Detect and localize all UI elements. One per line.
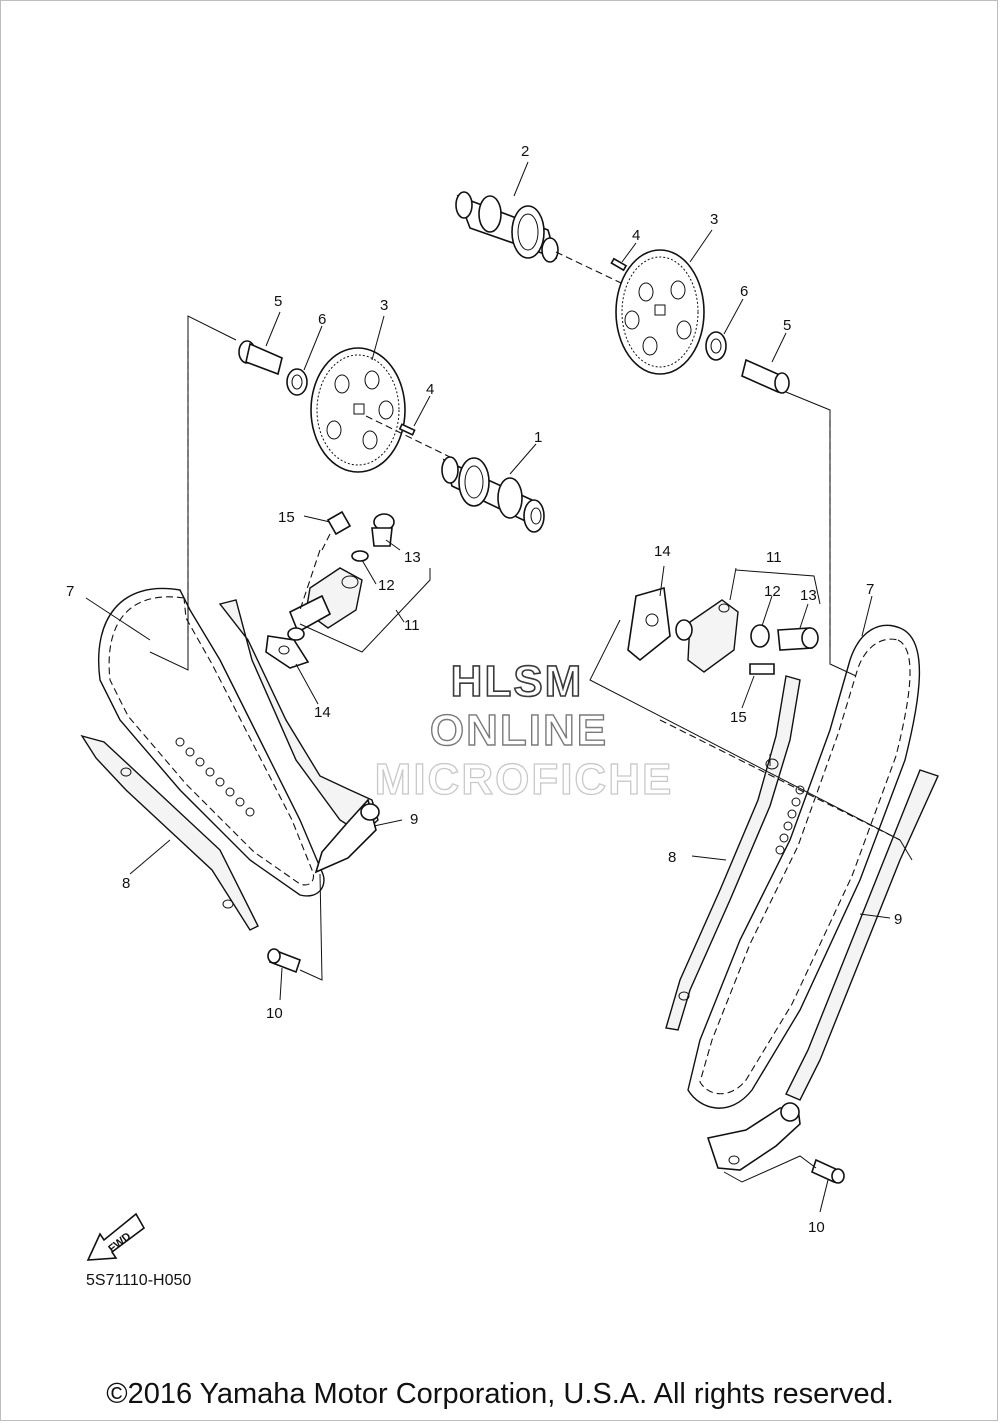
timing-chain-7-left[interactable] [98, 587, 325, 897]
camshaft-1[interactable] [441, 456, 545, 533]
callout-2[interactable]: 2 [521, 143, 529, 160]
timing-chain-7-right[interactable] [687, 624, 921, 1109]
chain-tensioner-11-right[interactable] [675, 599, 739, 673]
diagram-code: 5S71110-H050 [86, 1272, 192, 1289]
cam-sprocket-3-left[interactable] [310, 347, 406, 473]
chain-guide-8-left[interactable] [80, 734, 259, 931]
callout-8-left[interactable]: 8 [122, 875, 130, 892]
callout-9-right[interactable]: 9 [894, 911, 902, 928]
callout-8-right[interactable]: 8 [668, 849, 676, 866]
gasket-14-left[interactable] [265, 635, 310, 669]
callout-12-left[interactable]: 12 [378, 577, 395, 594]
chain-links-right [775, 785, 805, 855]
callout-3-upper[interactable]: 3 [710, 211, 718, 228]
bolt-5-upper[interactable] [741, 358, 790, 394]
washer-12-left[interactable] [351, 550, 369, 562]
cam-sprocket-3-upper[interactable] [615, 249, 705, 375]
watermark-line-1: HLSM [451, 657, 584, 706]
callout-7-right[interactable]: 7 [866, 581, 874, 598]
watermark-line-3: MICROFICHE [375, 755, 674, 804]
callout-6-upper[interactable]: 6 [740, 283, 748, 300]
callout-3-left[interactable]: 3 [380, 297, 388, 314]
camshaft-2[interactable] [455, 191, 641, 293]
bolt-13-right[interactable] [777, 627, 819, 651]
chain-guide-9-left[interactable] [218, 599, 380, 874]
callout-6-left[interactable]: 6 [318, 311, 326, 328]
chain-links-left [175, 737, 255, 817]
callout-9-left[interactable]: 9 [410, 811, 418, 828]
callout-15-left[interactable]: 15 [278, 509, 295, 526]
callout-4-upper[interactable]: 4 [632, 227, 640, 244]
gasket-14-right[interactable] [627, 586, 671, 662]
bolt-13-left[interactable] [371, 513, 395, 547]
bolt-5-left[interactable] [238, 340, 283, 376]
chain-tensioner-11-left[interactable] [287, 567, 363, 641]
callout-14-left[interactable]: 14 [314, 704, 331, 721]
callout-7-left[interactable]: 7 [66, 583, 74, 600]
callout-13-left[interactable]: 13 [404, 549, 421, 566]
chain-guide-9-right[interactable] [706, 769, 939, 1171]
callout-12-right[interactable]: 12 [764, 583, 781, 600]
callout-14-right[interactable]: 14 [654, 543, 671, 560]
assembly-lines [85, 161, 913, 1213]
callout-5-left[interactable]: 5 [274, 293, 282, 310]
dowel-pin-4-left[interactable] [398, 423, 416, 436]
callout-10-left[interactable]: 10 [266, 1005, 283, 1022]
dowel-pin-4-upper[interactable] [610, 257, 628, 272]
callout-1[interactable]: 1 [534, 429, 542, 446]
bolt-15-left[interactable] [321, 510, 352, 551]
washer-12-right[interactable] [750, 624, 770, 648]
bolt-10-left[interactable] [267, 948, 302, 974]
watermark-line-2: ONLINE [430, 706, 608, 755]
watermark: HLSM ONLINE MICROFICHE [374, 656, 674, 804]
callout-15-right[interactable]: 15 [730, 709, 747, 726]
bolt-10-right[interactable] [811, 1158, 845, 1184]
washer-6-upper[interactable] [705, 331, 727, 361]
callout-5-upper[interactable]: 5 [783, 317, 791, 334]
callout-11-left[interactable]: 11 [404, 617, 420, 634]
bolt-15-right[interactable] [749, 663, 775, 675]
washer-6-left[interactable] [286, 368, 308, 396]
fwd-arrow-icon: FWD [86, 1212, 146, 1261]
callout-13-right[interactable]: 13 [800, 587, 817, 604]
callout-11-right[interactable]: 11 [766, 549, 782, 566]
copyright-notice: ©2016 Yamaha Motor Corporation, U.S.A. A… [106, 1378, 894, 1410]
chain-guide-8-right[interactable] [665, 675, 801, 1031]
callout-4-left[interactable]: 4 [426, 381, 434, 398]
callout-10-right[interactable]: 10 [808, 1219, 825, 1236]
